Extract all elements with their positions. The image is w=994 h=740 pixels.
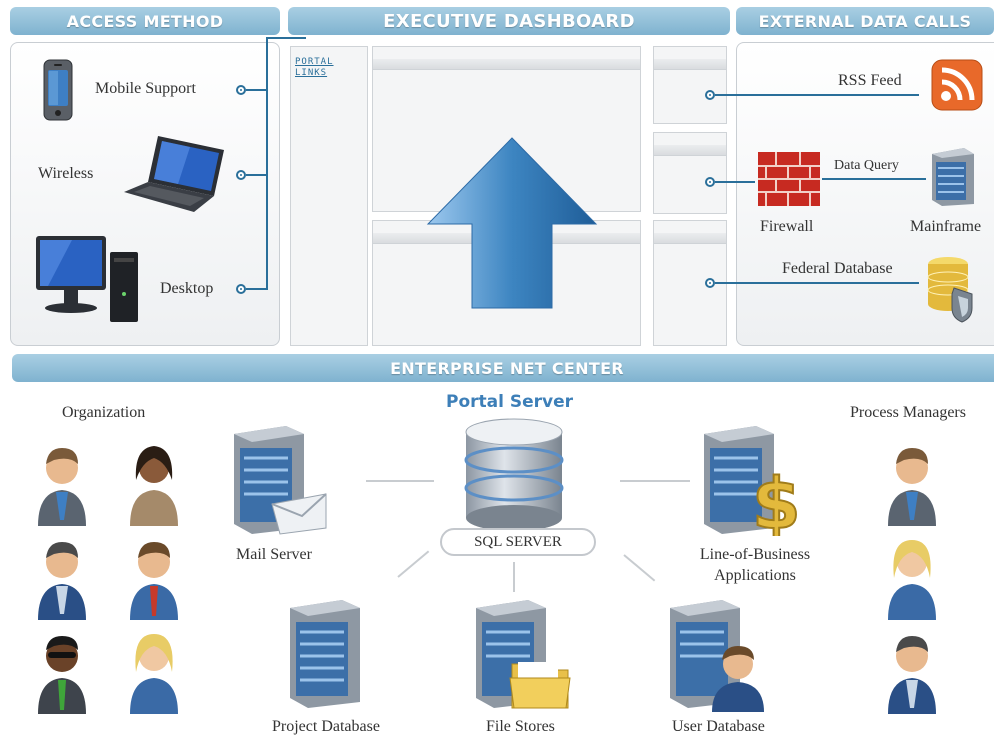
mobile-connector: [236, 85, 246, 95]
federal-database-label: Federal Database: [782, 260, 893, 277]
project-link-line: [397, 550, 430, 578]
portal-links-label-1[interactable]: PORTAL: [295, 57, 334, 67]
firewall-connector: [705, 177, 715, 187]
mail-link-line: [366, 480, 434, 482]
wireless-connector: [236, 170, 246, 180]
access-method-header: ACCESS METHOD: [10, 7, 280, 35]
mail-server-label: Mail Server: [236, 546, 312, 563]
person-icon: [888, 448, 936, 526]
person-icon: [888, 540, 936, 620]
files-link-line: [513, 562, 515, 592]
person-icon: [888, 636, 936, 714]
portal-server-title: Portal Server: [446, 392, 574, 412]
mobile-support-label: Mobile Support: [95, 80, 196, 97]
widget-titlebar: [654, 233, 726, 244]
portal-links-label-2[interactable]: LINKS: [295, 68, 328, 78]
organization-label: Organization: [62, 404, 146, 421]
rss-feed-label: RSS Feed: [838, 72, 902, 89]
executive-dashboard-header: EXECUTIVE DASHBOARD: [288, 7, 730, 35]
data-query-label: Data Query: [834, 158, 899, 173]
widget-titlebar: [654, 59, 726, 70]
mobile-phone-icon: [43, 59, 73, 121]
user-database-label: User Database: [672, 718, 765, 735]
access-trunk-wire: [266, 37, 268, 290]
person-icon: [38, 448, 86, 526]
dashboard-side-widget-1: [653, 46, 727, 124]
mainframe-label: Mainframe: [910, 218, 982, 235]
desktop-label: Desktop: [160, 280, 214, 297]
project-database-label: Project Database: [272, 718, 380, 735]
lob-label: Line-of-Business Applications: [690, 544, 820, 586]
person-icon: [130, 542, 178, 620]
process-managers-label: Process Managers: [850, 404, 966, 421]
external-data-calls-header: EXTERNAL DATA CALLS: [736, 7, 994, 35]
sql-server-database-icon: [464, 418, 564, 531]
mobile-wire: [246, 89, 268, 91]
up-arrow-icon: [426, 137, 598, 309]
lob-label-line-1: Line-of-Business: [699, 546, 811, 563]
lob-label-line-2: Applications: [714, 567, 796, 584]
person-icon: [130, 634, 178, 714]
enterprise-net-center-header: ENTERPRISE NET CENTER: [12, 354, 994, 382]
firewall-wire: [715, 181, 755, 183]
file-stores-server-icon: [476, 600, 571, 709]
lob-link-line: [620, 480, 690, 482]
desktop-wire: [246, 288, 268, 290]
person-icon: [38, 636, 86, 714]
rss-connector: [705, 90, 715, 100]
federal-wire: [715, 282, 919, 284]
rss-wire: [715, 94, 919, 96]
user-link-line: [623, 554, 656, 582]
svg-text:$: $: [752, 463, 801, 536]
wireless-wire: [246, 174, 268, 176]
rss-icon: [931, 59, 983, 111]
line-of-business-server-icon: $: [704, 426, 802, 536]
person-icon: [38, 542, 86, 620]
sql-server-pill: SQL SERVER: [440, 528, 596, 556]
project-database-server-icon: [290, 600, 360, 708]
mail-server-icon: [234, 426, 327, 535]
person-icon: [130, 446, 178, 526]
widget-titlebar: [373, 59, 640, 70]
data-query-wire: [822, 178, 926, 180]
mainframe-server-icon: [932, 148, 974, 206]
wireless-label: Wireless: [38, 165, 94, 182]
desktop-connector: [236, 284, 246, 294]
federal-database-icon: [927, 257, 973, 323]
firewall-label: Firewall: [760, 218, 814, 235]
laptop-icon: [124, 136, 224, 212]
portal-links-column: [290, 46, 368, 346]
federal-connector: [705, 278, 715, 288]
widget-titlebar: [654, 145, 726, 156]
desktop-computer-icon: [36, 236, 138, 322]
firewall-icon: [758, 152, 820, 206]
sql-server-label: SQL SERVER: [474, 533, 562, 550]
dashboard-side-widget-2: [653, 132, 727, 214]
user-database-server-icon: [670, 600, 764, 712]
file-stores-label: File Stores: [486, 718, 555, 735]
access-to-dashboard-wire: [266, 37, 306, 39]
